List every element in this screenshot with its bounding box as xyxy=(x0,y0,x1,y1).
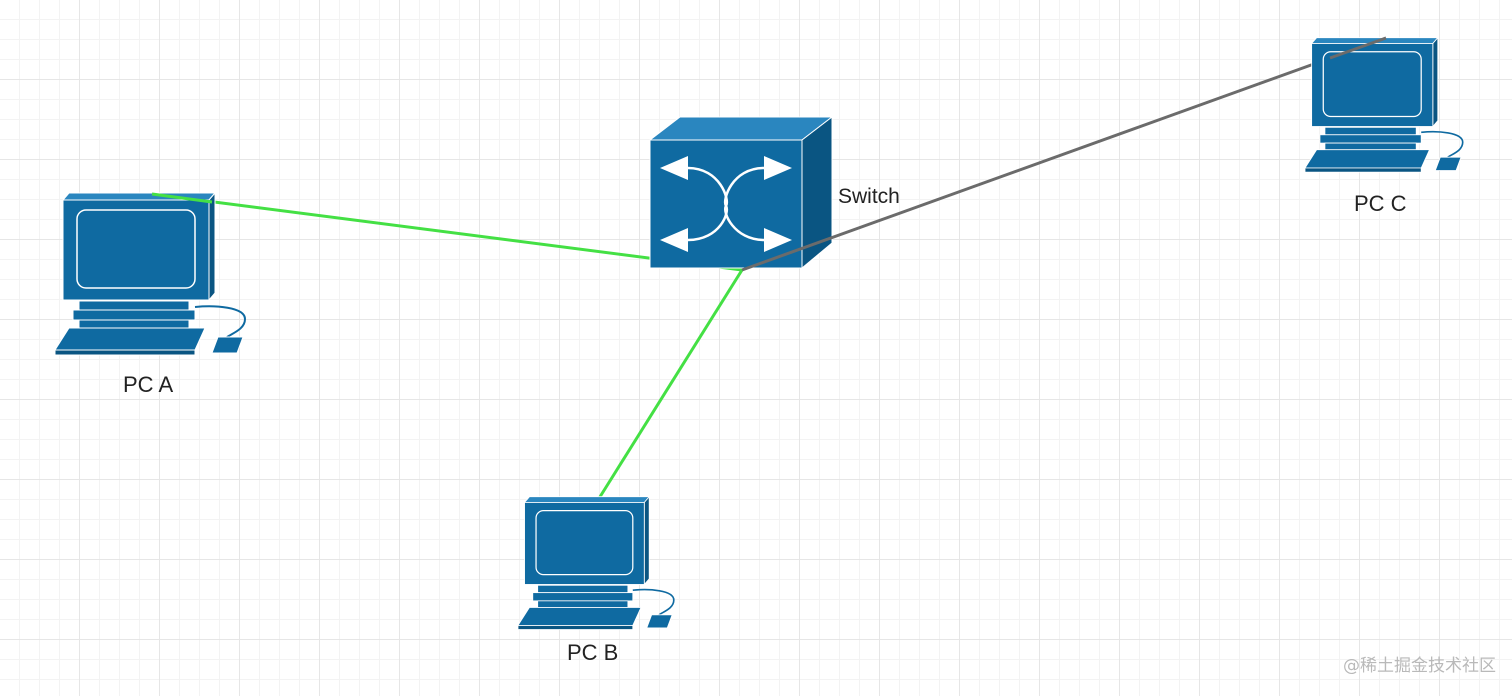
switch-label: Switch xyxy=(838,185,900,208)
pc-a-label: PC A xyxy=(123,372,174,397)
pc-b-label: PC B xyxy=(567,640,619,665)
link-pc-a-switch xyxy=(151,192,743,272)
link-pc-a-switch-overlay xyxy=(151,192,213,204)
link-pc-b-switch xyxy=(596,269,744,501)
pc-a-device xyxy=(54,192,246,356)
pc-c-label: PC C xyxy=(1354,191,1407,216)
link-pc-c-switch xyxy=(741,36,1387,272)
pc-c-device xyxy=(1304,36,1464,173)
link-pc-c-switch-overlay xyxy=(1329,36,1387,60)
switch-device xyxy=(648,115,834,270)
watermark: @稀土掘金技术社区 xyxy=(1343,656,1496,676)
pc-b-device xyxy=(517,495,675,631)
